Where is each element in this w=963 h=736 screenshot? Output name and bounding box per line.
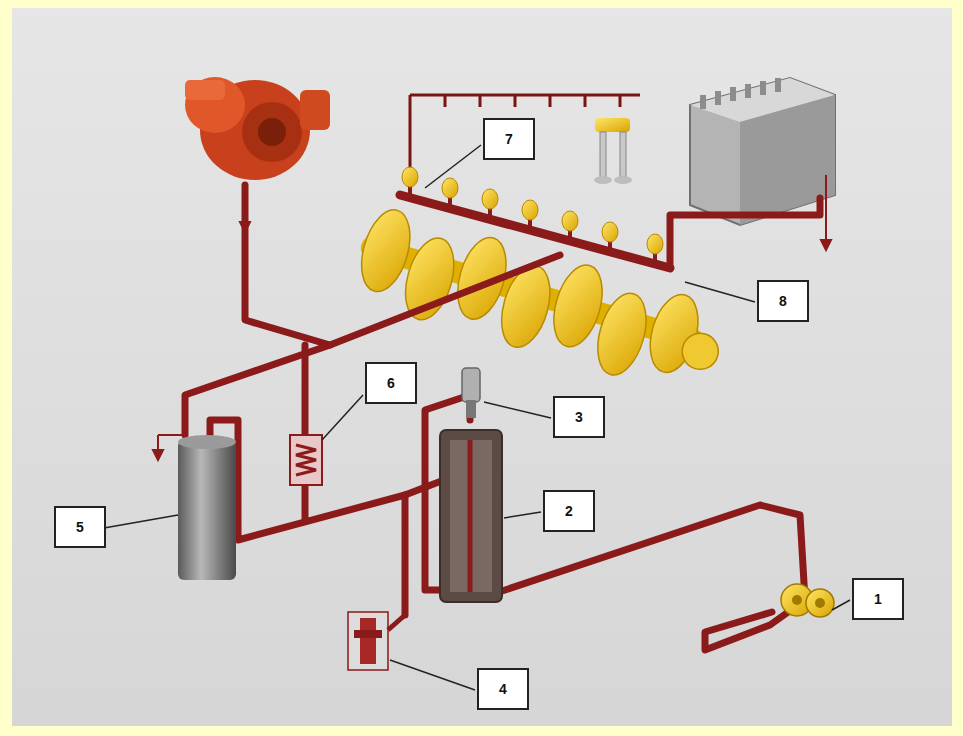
oil-cooler (440, 430, 502, 602)
oil-filter (178, 435, 236, 580)
turbocharger (185, 77, 330, 180)
background-panel (12, 8, 952, 726)
callout-box: 5 (54, 506, 106, 548)
callout-number: 6 (387, 375, 395, 391)
callout-number: 3 (575, 409, 583, 425)
main-gallery (400, 167, 670, 268)
callout-number: 7 (505, 131, 513, 147)
callout-number: 2 (565, 503, 573, 519)
callout-number: 5 (76, 519, 84, 535)
callout-number: 1 (874, 591, 882, 607)
callout-box: 7 (483, 118, 535, 160)
callout-box: 2 (543, 490, 595, 532)
callout-box: 3 (553, 396, 605, 438)
relief-valve (290, 435, 322, 485)
callout-box: 6 (365, 362, 417, 404)
callout-box: 1 (852, 578, 904, 620)
callout-box: 4 (477, 668, 529, 710)
injection-pump (690, 78, 835, 225)
callout-number: 4 (499, 681, 507, 697)
valve-rocker (594, 118, 632, 184)
thermostat (462, 368, 480, 418)
leader-lines (104, 145, 850, 690)
oil-pipes (185, 185, 820, 650)
rocker-rail (410, 95, 640, 180)
flow-arrows (153, 175, 831, 667)
oil-pump (781, 584, 834, 617)
callout-number: 8 (779, 293, 787, 309)
callout-box: 8 (757, 280, 809, 322)
bypass-valve (348, 612, 405, 670)
